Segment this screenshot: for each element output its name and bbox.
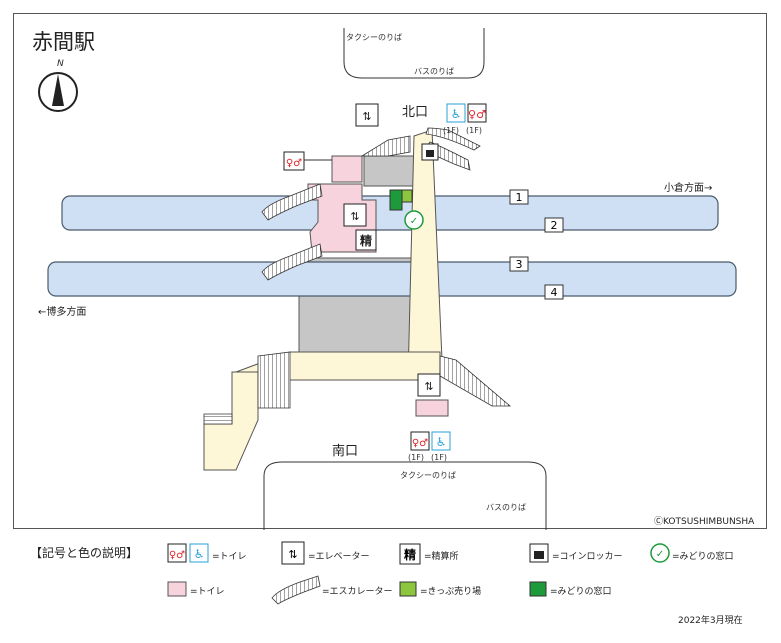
compass: N — [38, 59, 78, 112]
svg-text:⇅: ⇅ — [350, 210, 359, 223]
elevator-icon-center: ⇅ — [343, 203, 367, 227]
south-plaza-outline — [263, 461, 547, 530]
south-exit-label: 南口 — [332, 444, 359, 459]
south-taxi-label: タクシーのりば — [400, 471, 456, 480]
svg-text:♀♂: ♀♂ — [468, 108, 486, 121]
north-taxi-label: タクシーのりば — [346, 33, 402, 42]
toilet-icon-west: ♀♂ — [283, 151, 305, 171]
platform-3-4 — [47, 261, 737, 297]
svg-text:2: 2 — [551, 219, 558, 232]
legend-midori-area-text: =みどりの窓口 — [550, 587, 612, 597]
concourse-corridor — [407, 129, 443, 381]
svg-text:1: 1 — [516, 191, 523, 204]
ticket-office-icon: 精 — [355, 229, 377, 251]
north-exit-label: 北口 — [402, 105, 429, 120]
north-wc-floor: (1F) — [443, 126, 459, 135]
platform-number-4: 4 — [544, 284, 564, 300]
coin-locker-icon — [421, 143, 439, 161]
platform-number-1: 1 — [509, 189, 529, 205]
station-title: 赤間駅 — [32, 30, 95, 54]
north-plaza-outline — [343, 28, 485, 79]
legend-escalator-text: =エスカレーター — [322, 587, 393, 597]
toilet-icon-south: ♀♂ — [410, 431, 430, 451]
north-toilet-room — [331, 155, 363, 183]
svg-text:3: 3 — [516, 258, 523, 271]
south-toilet-room — [415, 399, 449, 417]
stairs — [203, 135, 512, 425]
north-label: N — [57, 59, 64, 69]
svg-text:♿: ♿ — [436, 435, 447, 449]
midori-window-area — [389, 189, 403, 211]
legend-midori-icon-text: =みどりの窓口 — [672, 552, 734, 562]
legend-title: 【記号と色の説明】 — [30, 546, 139, 560]
ticket-machine-area — [401, 189, 413, 203]
south-toilet-floor: (1F) — [408, 453, 424, 462]
as-of-date: 2022年3月現在 — [678, 616, 743, 626]
south-wc-floor: (1F) — [431, 453, 447, 462]
legend-ticket-machine-text: =きっぷ売り場 — [420, 587, 482, 597]
midori-icon-map: ✓ — [404, 210, 424, 230]
north-bus-label: バスのりば — [414, 67, 454, 76]
legend-coin-locker-text: =コインロッカー — [552, 552, 623, 562]
svg-text:4: 4 — [551, 286, 558, 299]
map-frame — [13, 13, 767, 529]
elevator-icon-south: ⇅ — [417, 373, 441, 397]
svg-text:⇅: ⇅ — [362, 110, 371, 123]
svg-text:♿: ♿ — [451, 107, 462, 121]
direction-kokura: 小倉方面→ — [664, 183, 713, 194]
svg-text:♀♂: ♀♂ — [412, 438, 428, 449]
upper-building — [363, 155, 417, 187]
svg-text:♀♂: ♀♂ — [286, 158, 302, 169]
platform-number-2: 2 — [544, 217, 564, 233]
svg-text:⇅: ⇅ — [424, 380, 433, 393]
toilet-icon-north: ♀♂ — [467, 103, 487, 123]
north-toilet-floor: (1F) — [466, 126, 482, 135]
south-bus-label: バスのりば — [486, 503, 526, 512]
copyright: ⒸKOTSUSHIMBUNSHA — [654, 517, 755, 527]
legend-toilet-text: =トイレ — [212, 552, 247, 562]
svg-text:精: 精 — [360, 233, 372, 248]
legend-ticket-office-text: =精算所 — [424, 552, 459, 562]
platform-number-3: 3 — [509, 256, 529, 272]
legend-toilet-area-text: =トイレ — [190, 587, 225, 597]
wheelchair-icon-south: ♿ — [431, 431, 451, 451]
wheelchair-icon-north: ♿ — [446, 103, 466, 123]
elevator-icon-north: ⇅ — [355, 103, 379, 127]
svg-text:✓: ✓ — [410, 216, 418, 227]
direction-hakata: ←博多方面 — [38, 307, 87, 318]
legend-elevator-text: =エレベーター — [308, 552, 370, 562]
